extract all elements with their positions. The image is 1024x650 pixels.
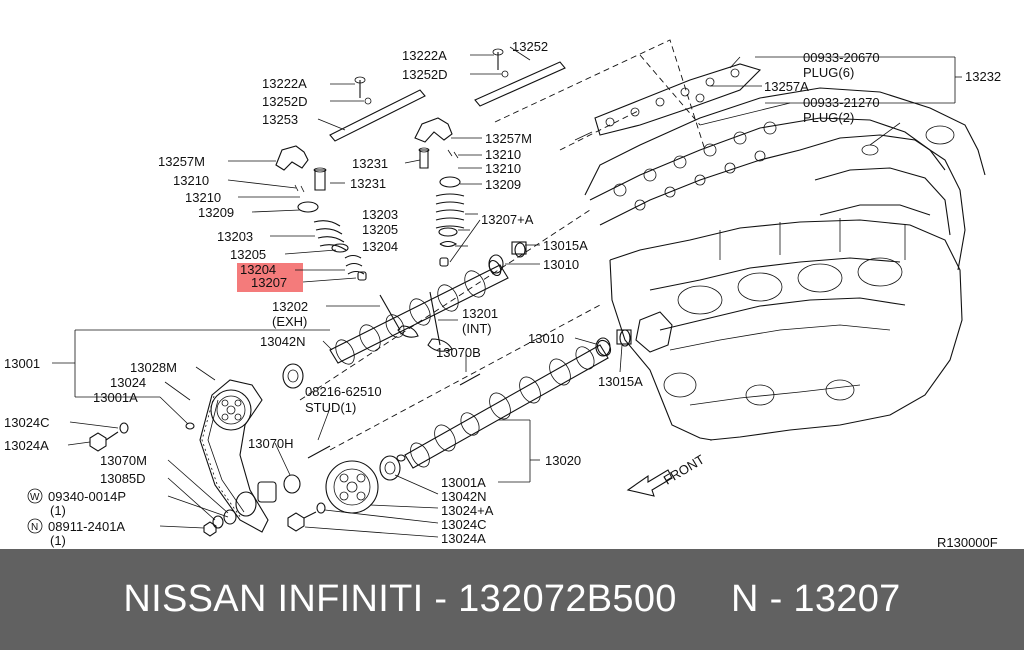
label-exh: (EXH) [272, 314, 307, 329]
label-plug-6: PLUG(6) [803, 65, 854, 80]
label-13010-mid: 13010 [528, 331, 564, 346]
label-13210-right-1: 13210 [485, 147, 521, 162]
cam-seal-top [282, 363, 304, 389]
label-13024c-left: 13024C [4, 415, 50, 430]
label-13010-top: 13010 [543, 257, 579, 272]
label-13257a: 13257A [764, 79, 809, 94]
seal-13010-mid [595, 337, 611, 357]
label-stud-1: STUD(1) [305, 400, 356, 415]
label-13253: 13253 [262, 112, 298, 127]
label-n-code: N [31, 522, 38, 533]
cam-seal-bottom [379, 455, 401, 481]
label-reference-code: R130000F [937, 535, 998, 549]
rocker-cover-plate [574, 63, 762, 141]
label-13205-left: 13205 [230, 247, 266, 262]
label-13232: 13232 [965, 69, 1001, 84]
exploded-parts-diagram: 13222A 13252 13252D 00933-20670 PLUG(6) … [4, 39, 1001, 549]
label-13001a-left: 13001A [93, 390, 138, 405]
camshaft-exhaust [329, 241, 527, 365]
label-13257m-left: 13257M [158, 154, 205, 169]
label-13001: 13001 [4, 356, 40, 371]
exploded-view-guides [299, 39, 706, 451]
label-13257m-right: 13257M [485, 131, 532, 146]
label-13024a-left: 13024A [4, 438, 49, 453]
label-13222a-top: 13222A [402, 48, 447, 63]
highlight-box [237, 263, 303, 292]
rocker-shaft-parts [275, 48, 566, 352]
label-13231-a: 13231 [352, 156, 388, 171]
label-08216-62510: 08216-62510 [305, 384, 382, 399]
seal-13010-top [488, 254, 504, 274]
label-13085d: 13085D [100, 471, 146, 486]
label-front: FRONT [661, 452, 707, 488]
timing-belt [199, 379, 269, 533]
label-13028m: 13028M [130, 360, 177, 375]
label-13024c-bottom: 13024C [441, 517, 487, 532]
label-13042n-bottom: 13042N [441, 489, 487, 504]
label-13252: 13252 [512, 39, 548, 54]
label-13210-left-1: 13210 [173, 173, 209, 188]
part-labels: 13222A 13252 13252D 00933-20670 PLUG(6) … [4, 39, 1001, 549]
label-13024a-plus: 13024+A [441, 503, 494, 518]
label-13201: 13201 [462, 306, 498, 321]
label-13209-left: 13209 [198, 205, 234, 220]
label-00933-21270: 00933-21270 [803, 95, 880, 110]
label-00933-20670: 00933-20670 [803, 50, 880, 65]
label-13015a-top: 13015A [543, 238, 588, 253]
nut-symbol-icon [27, 518, 43, 534]
label-13203-right: 13203 [362, 207, 398, 222]
label-13070m: 13070M [100, 453, 147, 468]
label-13042n-top: 13042N [260, 334, 306, 349]
label-13209-right: 13209 [485, 177, 521, 192]
label-13202: 13202 [272, 299, 308, 314]
label-w-code: W [30, 492, 40, 503]
label-qty-1a: (1) [50, 503, 66, 518]
label-13252d-top: 13252D [402, 67, 448, 82]
label-13204-left: 13204 [240, 262, 276, 277]
camshaft-intake [404, 329, 632, 469]
washer-symbol-icon [27, 488, 43, 504]
engine-block-drawing [584, 87, 986, 441]
timing-sprocket-upper [210, 389, 252, 431]
label-13001a-right: 13001A [441, 475, 486, 490]
label-13020: 13020 [545, 453, 581, 468]
label-13252d: 13252D [262, 94, 308, 109]
label-13231-b: 13231 [350, 176, 386, 191]
tensioner-parts [203, 474, 301, 537]
label-13207-a: 13207+A [481, 212, 534, 227]
label-13024: 13024 [110, 375, 146, 390]
label-13070h: 13070H [248, 436, 294, 451]
label-13222a: 13222A [262, 76, 307, 91]
label-09340-0014p: 09340-0014P [48, 489, 126, 504]
leader-lines [52, 46, 962, 538]
label-13210-right-2: 13210 [485, 161, 521, 176]
front-arrow [626, 469, 673, 497]
label-int: (INT) [462, 321, 492, 336]
label-13070b: 13070B [436, 345, 481, 360]
label-13207-selected[interactable]: 13207 [251, 275, 287, 290]
label-qty-1b: (1) [50, 533, 66, 548]
part-number-banner: NISSAN INFINITI - 132072B500 N - 13207 [0, 549, 1024, 650]
label-13210-left-2: 13210 [185, 190, 221, 205]
label-13024a-bottom: 13024A [441, 531, 486, 546]
label-13203-left: 13203 [217, 229, 253, 244]
label-13015a-mid: 13015A [598, 374, 643, 389]
label-08911-2401a: 08911-2401A [48, 519, 125, 534]
part-number-text: NISSAN INFINITI - 132072B500 N - 13207 [123, 578, 901, 620]
sprocket-bolts [89, 422, 406, 532]
label-plug-2: PLUG(2) [803, 110, 854, 125]
label-13205-right: 13205 [362, 222, 398, 237]
label-13204-right: 13204 [362, 239, 398, 254]
